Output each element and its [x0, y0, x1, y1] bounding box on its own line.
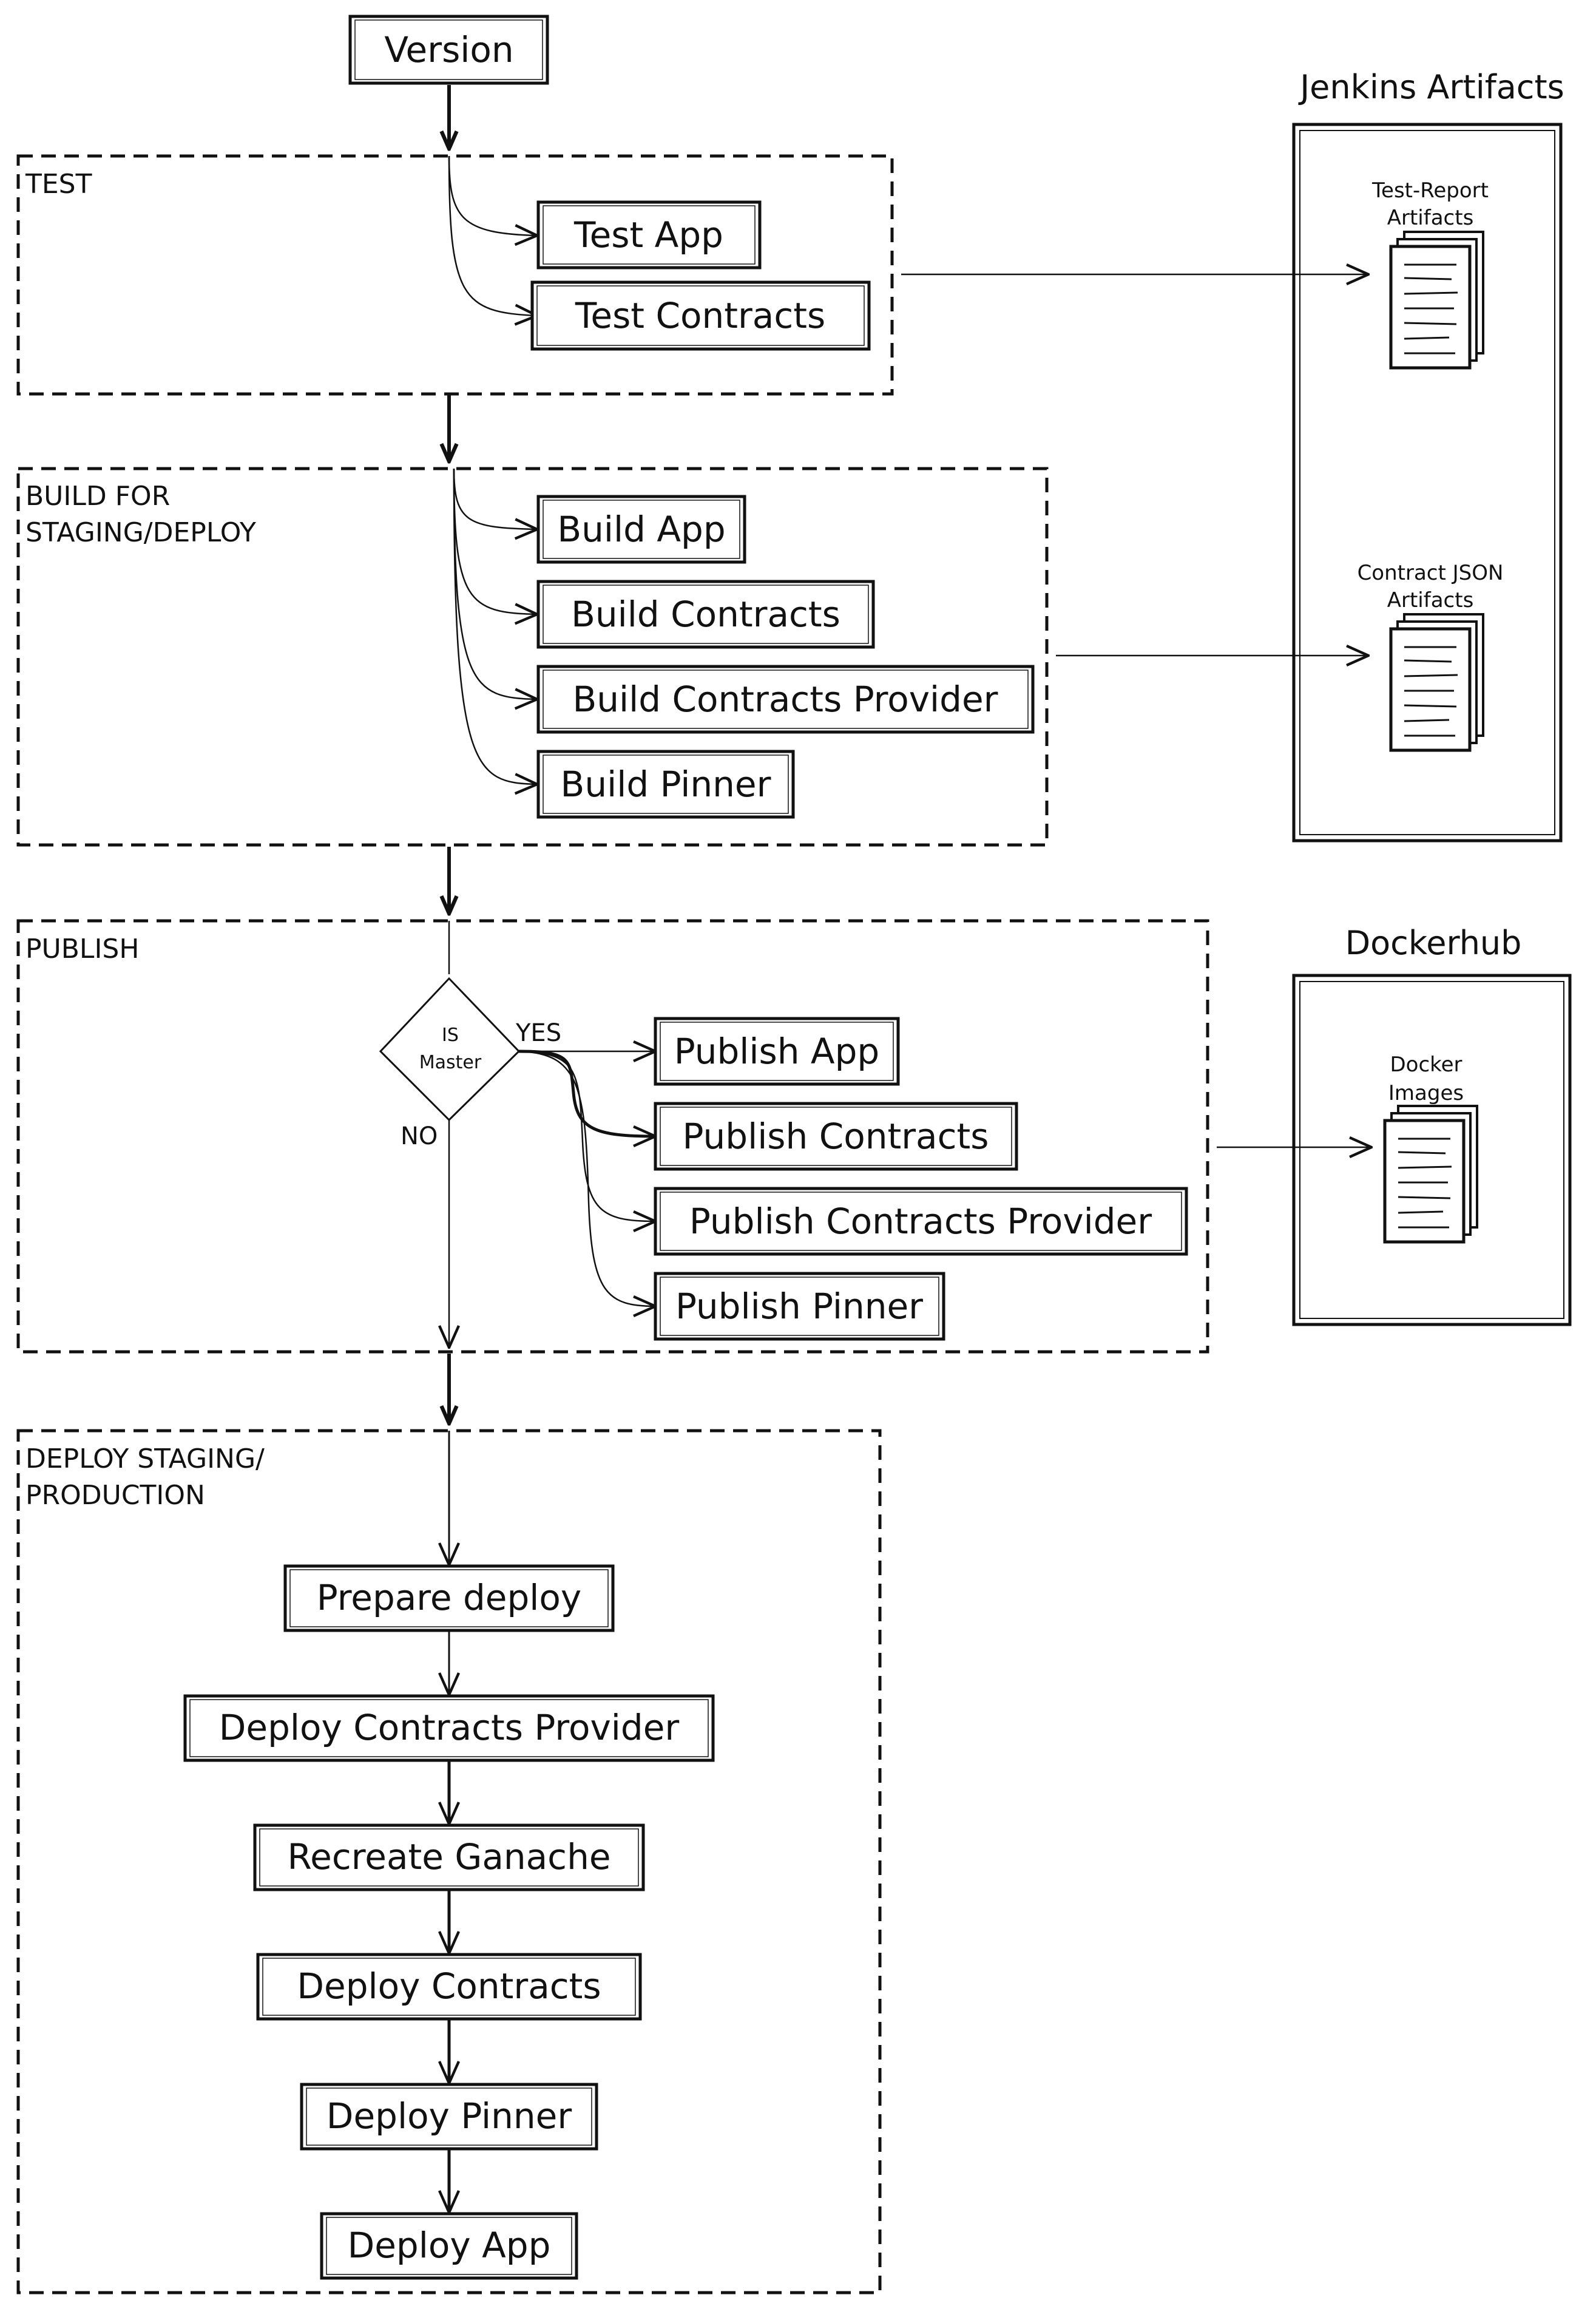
node-recreate-ganache-label: Recreate Ganache	[287, 1836, 610, 1877]
section-build: BUILD FOR STAGING/DEPLOY	[16, 467, 1049, 847]
node-publish-pinner: Publish Pinner	[654, 1272, 945, 1341]
artifact-links	[901, 274, 1371, 1147]
node-deploy-app: Deploy App	[320, 2212, 578, 2280]
dockerhub-panel: Dockerhub Docker Images	[1292, 924, 1572, 1326]
jenkins-artifacts-title: Jenkins Artifacts	[1298, 68, 1564, 106]
node-publish-contracts-provider-label: Publish Contracts Provider	[689, 1201, 1152, 1242]
node-version-label: Version	[384, 29, 513, 70]
node-test-app-label: Test App	[573, 214, 723, 256]
node-deploy-contracts-label: Deploy Contracts	[297, 1965, 601, 2007]
docker-images-label-line2: Images	[1388, 1081, 1464, 1105]
section-publish-label: PUBLISH	[25, 934, 139, 965]
publish-connectors	[449, 921, 655, 1348]
section-publish: PUBLISH	[16, 919, 1209, 1354]
build-branch-connectors	[453, 468, 537, 784]
node-deploy-pinner: Deploy Pinner	[300, 2083, 598, 2151]
section-test-label: TEST	[25, 169, 92, 200]
test-report-label-line2: Artifacts	[1387, 206, 1474, 230]
node-build-pinner: Build Pinner	[536, 750, 795, 819]
test-report-document-icon	[1391, 232, 1483, 368]
node-recreate-ganache: Recreate Ganache	[253, 1823, 645, 1891]
docker-images-document-icon	[1385, 1106, 1477, 1242]
node-test-app: Test App	[536, 200, 762, 270]
node-build-contracts-label: Build Contracts	[571, 594, 840, 635]
node-publish-contracts-provider: Publish Contracts Provider	[654, 1187, 1188, 1256]
contract-json-label-line1: Contract JSON	[1358, 561, 1504, 585]
decision-yes-label: YES	[515, 1019, 561, 1047]
node-build-contracts-provider-label: Build Contracts Provider	[573, 679, 998, 720]
node-build-app: Build App	[536, 495, 746, 564]
node-test-contracts: Test Contracts	[530, 280, 871, 351]
section-deploy-label-line2: PRODUCTION	[25, 1480, 205, 1511]
node-deploy-contracts-provider: Deploy Contracts Provider	[183, 1694, 715, 1762]
section-build-label-line2: STAGING/DEPLOY	[25, 517, 256, 548]
jenkins-artifacts-panel: Jenkins Artifacts Test-Report Artifacts …	[1292, 68, 1564, 843]
node-publish-app-label: Publish App	[674, 1031, 879, 1072]
test-branch-connectors	[448, 155, 537, 316]
contract-json-document-icon	[1391, 614, 1483, 750]
node-publish-contracts-label: Publish Contracts	[683, 1116, 989, 1157]
node-build-app-label: Build App	[557, 509, 725, 550]
decision-no-label: NO	[401, 1122, 438, 1150]
node-deploy-app-label: Deploy App	[348, 2225, 551, 2266]
node-deploy-pinner-label: Deploy Pinner	[326, 2095, 572, 2137]
section-test: TEST	[16, 154, 894, 396]
node-prepare-deploy: Prepare deploy	[283, 1564, 615, 1632]
decision-label-line1: IS	[442, 1025, 459, 1046]
node-version: Version	[348, 15, 549, 85]
node-prepare-deploy-label: Prepare deploy	[317, 1577, 582, 1618]
node-publish-app: Publish App	[654, 1017, 900, 1086]
node-publish-pinner-label: Publish Pinner	[675, 1286, 923, 1327]
node-deploy-contracts: Deploy Contracts	[256, 1953, 642, 2021]
node-deploy-contracts-provider-label: Deploy Contracts Provider	[219, 1707, 680, 1748]
docker-images-label-line1: Docker	[1390, 1053, 1462, 1077]
is-master-decision: IS Master	[379, 977, 521, 1122]
dockerhub-title: Dockerhub	[1345, 924, 1522, 962]
node-build-pinner-label: Build Pinner	[561, 764, 771, 805]
node-test-contracts-label: Test Contracts	[575, 295, 825, 336]
section-build-label-line1: BUILD FOR	[25, 481, 170, 512]
node-build-contracts: Build Contracts	[536, 580, 875, 649]
test-report-label-line1: Test-Report	[1371, 178, 1489, 203]
section-deploy-label-line1: DEPLOY STAGING/	[25, 1443, 265, 1474]
contract-json-label-line2: Artifacts	[1387, 588, 1474, 612]
decision-label-line2: Master	[419, 1052, 482, 1073]
node-publish-contracts: Publish Contracts	[654, 1102, 1018, 1171]
section-deploy: DEPLOY STAGING/ PRODUCTION	[16, 1429, 882, 2294]
node-build-contracts-provider: Build Contracts Provider	[536, 665, 1035, 734]
